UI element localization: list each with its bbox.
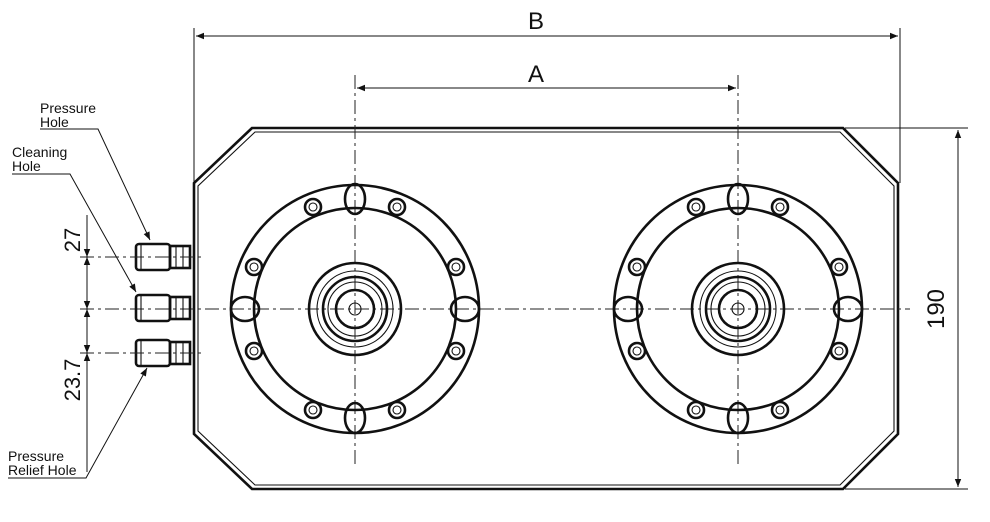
left-flange [229,182,481,435]
oval-slot [726,401,750,435]
body-outline [192,126,900,491]
callout-pressure-relief-line1: Pressure [8,448,64,464]
bore-circle [717,288,759,330]
bore-center [348,302,362,316]
dimension-a-label: A [528,61,544,88]
bolt-holes [627,197,849,420]
hub-ring [699,270,777,348]
port-fittings [80,242,205,368]
callout-pressure-hole: Pressure Hole [40,100,151,241]
center-lines [80,75,910,468]
flange-bolt-ring [635,206,841,412]
oval-slot [612,295,644,323]
bolt-holes [244,197,466,420]
hub-ring [316,270,394,348]
dimension-height: 190 [845,127,968,490]
shaft-inner-circle [710,281,766,337]
right-flange [612,182,864,435]
callout-pressure-hole-line1: Pressure [40,100,96,116]
bore-circle [334,288,376,330]
dimension-b: B [193,8,901,183]
callout-pressure-hole-line2: Hole [40,114,69,130]
shaft-circle [704,275,772,343]
callout-cleaning-hole: Cleaning Hole [12,144,137,293]
bore-center [731,302,745,316]
oval-slot [343,182,367,216]
dimension-b-label: B [528,8,544,35]
cleaning-port-fitting [134,293,192,323]
callout-cleaning-hole-line2: Hole [12,158,41,174]
dimension-spacing-top-label: 27 [60,228,85,252]
callout-cleaning-hole-line1: Cleaning [12,144,67,160]
dimension-spacing-bottom-label: 23.7 [60,359,85,402]
shaft-circle [321,275,389,343]
body-inner-outline [197,131,895,486]
shaft-inner-circle [327,281,383,337]
dimension-a: A [357,61,736,92]
callout-pressure-relief-line2: Relief Hole [8,462,77,478]
oval-slot [229,295,261,323]
oval-slot [449,295,481,323]
oval-slot [343,401,367,435]
dimension-port-spacing: 27 23.7 [60,215,91,472]
flange-bolt-ring [252,206,458,412]
hub-outer-circle [307,261,403,357]
main-body [192,126,900,491]
oval-slot [832,295,864,323]
oval-slot [726,182,750,216]
callout-pressure-relief-hole: Pressure Relief Hole [8,367,148,479]
hub-outer-circle [690,261,786,357]
dimension-height-label: 190 [923,289,950,329]
